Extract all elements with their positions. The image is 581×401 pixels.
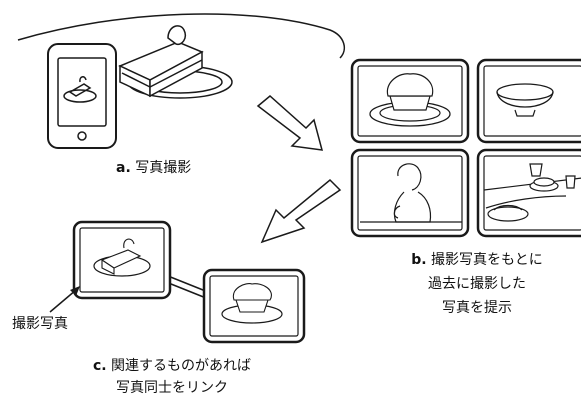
photo-person-eating [350, 148, 470, 238]
photo-linked-cake [202, 268, 306, 344]
caption-b-line3: 写真を提示 [442, 300, 512, 316]
photo-cake-on-plate [350, 58, 470, 144]
photo-grid-b [350, 58, 581, 238]
taken-photo-label: 撮影写真 [12, 316, 68, 332]
caption-b-line1: 撮影写真をもとに [431, 252, 543, 268]
caption-c-letter: c. [92, 358, 107, 374]
table-edge-arc [17, 13, 346, 59]
caption-c-line1: 関連するものがあれば [111, 358, 252, 374]
smartphone [47, 43, 117, 149]
caption-a: a. 写真撮影 [116, 158, 191, 178]
taken-photo-pointer [49, 286, 80, 313]
caption-b-line2: 過去に撮影した [428, 276, 526, 292]
scene-c [72, 220, 306, 344]
photo-empty-bowl [476, 58, 581, 144]
caption-a-text: 写真撮影 [135, 160, 192, 176]
photo-table-with-dishes [476, 148, 581, 238]
caption-c-line2: 写真同士をリンク [116, 380, 228, 396]
caption-b: b. 撮影写真をもとに 過去に撮影した 写真を提示 [392, 250, 562, 318]
scene-a [17, 13, 346, 149]
cake-slice [118, 25, 204, 98]
caption-a-letter: a. [116, 160, 131, 176]
caption-c: c. 関連するものがあれば 写真同士をリンク [62, 356, 282, 398]
photo-taken-cake [72, 220, 172, 300]
arrow-b-to-c [260, 178, 342, 244]
caption-b-letter: b. [411, 252, 427, 268]
arrow-a-to-b [256, 95, 324, 151]
photo-link-connector [165, 275, 209, 299]
